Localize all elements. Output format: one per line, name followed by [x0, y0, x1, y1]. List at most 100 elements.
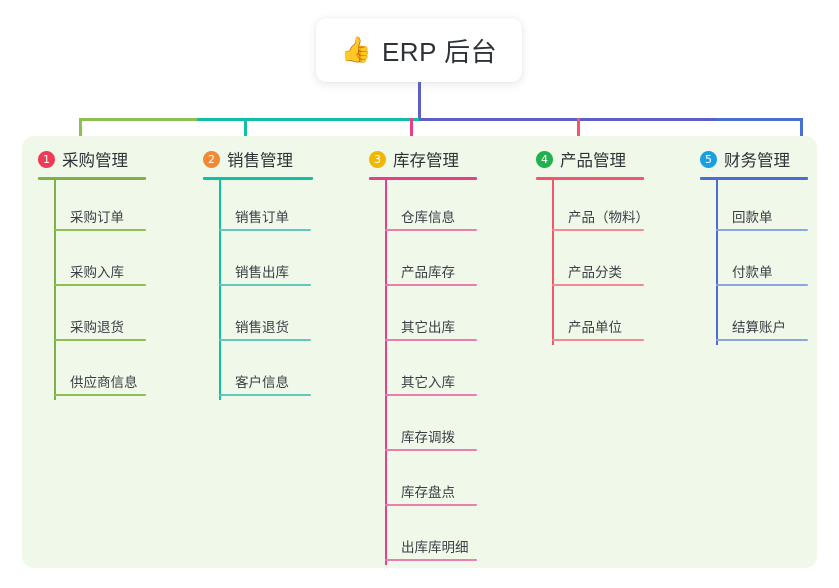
branch-header-2[interactable]: 2 销售管理 [203, 146, 313, 172]
branch-item[interactable]: 产品库存 [369, 235, 477, 290]
bus-segment-4 [716, 118, 802, 121]
branch-spine [219, 180, 221, 400]
branch-title: 产品管理 [560, 152, 626, 170]
branch-item-label: 其它出库 [401, 320, 455, 335]
branch-item[interactable]: 产品（物料） [536, 180, 649, 235]
root-node-erp-backend[interactable]: 👍 ERP 后台 [316, 18, 522, 82]
branch-item[interactable]: 产品分类 [536, 235, 644, 290]
branch-spine [716, 180, 718, 345]
branch-item-rule [552, 339, 644, 341]
branch-item[interactable]: 销售出库 [203, 235, 313, 290]
branch-items: 回款单付款单结算账户 [700, 180, 808, 345]
branch-item[interactable]: 采购订单 [38, 180, 146, 235]
root-node-label: ERP 后台 [381, 36, 498, 67]
branch-item-rule [54, 229, 146, 231]
branch-item-label: 出库库明细 [401, 540, 469, 555]
branch-column-5: 5 财务管理回款单付款单结算账户 [700, 146, 808, 345]
bus-segment-2 [197, 118, 419, 121]
branch-item[interactable]: 销售退货 [203, 290, 313, 345]
branch-item-label: 销售退货 [235, 320, 289, 335]
branch-item-label: 库存盘点 [401, 485, 455, 500]
branch-items: 产品（物料） 产品分类产品单位 [536, 180, 649, 345]
branch-title: 财务管理 [724, 152, 790, 170]
branch-item[interactable]: 采购退货 [38, 290, 146, 345]
branch-item-rule [385, 449, 477, 451]
branch-item-label: 供应商信息 [70, 375, 138, 390]
branch-item-label: 产品分类 [568, 265, 622, 280]
branch-item-label: 产品库存 [401, 265, 455, 280]
branch-column-2: 2 销售管理销售订单销售出库销售退货客户信息 [203, 146, 313, 400]
branch-header-rule [38, 177, 146, 180]
branch-item-rule [385, 559, 477, 561]
branch-number-badge: 3 [369, 150, 386, 168]
thumbs-up-icon: 👍 [340, 35, 372, 64]
branch-item-label: 付款单 [732, 265, 773, 280]
branch-item[interactable]: 付款单 [700, 235, 808, 290]
branch-item[interactable]: 销售订单 [203, 180, 313, 235]
branch-item-rule [385, 229, 477, 231]
branch-item-rule [54, 339, 146, 341]
branch-item-label: 产品单位 [568, 320, 622, 335]
branch-item[interactable]: 其它出库 [369, 290, 477, 345]
branch-item-rule [219, 339, 311, 341]
branch-item-label: 采购退货 [70, 320, 124, 335]
branch-item-rule [219, 394, 311, 396]
branch-item-rule [219, 284, 311, 286]
branch-header-rule [203, 177, 313, 180]
branch-item-label: 客户信息 [235, 375, 289, 390]
branch-item-label: 销售订单 [235, 210, 289, 225]
branch-item-label: 回款单 [732, 210, 773, 225]
root-connector-line [418, 82, 421, 120]
branch-item-rule [716, 284, 808, 286]
branch-item[interactable]: 库存盘点 [369, 455, 477, 510]
branch-title: 销售管理 [227, 152, 293, 170]
branch-header-5[interactable]: 5 财务管理 [700, 146, 808, 172]
branch-item[interactable]: 结算账户 [700, 290, 808, 345]
branch-item-label: 销售出库 [235, 265, 289, 280]
branch-item[interactable]: 供应商信息 [38, 345, 146, 400]
branch-item-rule [716, 229, 808, 231]
branch-item-label: 其它入库 [401, 375, 455, 390]
branch-item[interactable]: 出库库明细 [369, 510, 477, 565]
branch-item-rule [385, 284, 477, 286]
branch-item[interactable]: 采购入库 [38, 235, 146, 290]
branch-item-label: 采购订单 [70, 210, 124, 225]
branch-header-rule [700, 177, 808, 180]
branch-number-badge: 2 [203, 150, 220, 168]
bus-segment-3 [419, 118, 716, 121]
branch-item[interactable]: 库存调拨 [369, 400, 477, 455]
branch-item[interactable]: 客户信息 [203, 345, 313, 400]
branch-item-label: 采购入库 [70, 265, 124, 280]
branch-number-badge: 5 [700, 150, 717, 168]
branch-title: 采购管理 [62, 152, 128, 170]
branch-item-rule [54, 284, 146, 286]
branch-item[interactable]: 其它入库 [369, 345, 477, 400]
branch-spine [552, 180, 554, 345]
branch-items: 销售订单销售出库销售退货客户信息 [203, 180, 313, 400]
branch-item[interactable]: 回款单 [700, 180, 808, 235]
branch-item-rule [716, 339, 808, 341]
branch-header-rule [536, 177, 644, 180]
branch-item-label: 库存调拨 [401, 430, 455, 445]
branch-item-rule [219, 229, 311, 231]
bus-segment-1 [79, 118, 197, 121]
branch-item[interactable]: 仓库信息 [369, 180, 477, 235]
branch-spine [54, 180, 56, 400]
branch-item-rule [552, 284, 644, 286]
branch-item-rule [552, 229, 644, 231]
branch-item-label: 产品（物料） [568, 210, 649, 225]
branch-item[interactable]: 产品单位 [536, 290, 644, 345]
branch-spine [385, 180, 387, 565]
branch-item-label: 仓库信息 [401, 210, 455, 225]
branch-header-rule [369, 177, 477, 180]
branch-item-rule [385, 504, 477, 506]
branch-items: 采购订单采购入库采购退货供应商信息 [38, 180, 146, 400]
branch-item-label: 结算账户 [732, 320, 786, 335]
